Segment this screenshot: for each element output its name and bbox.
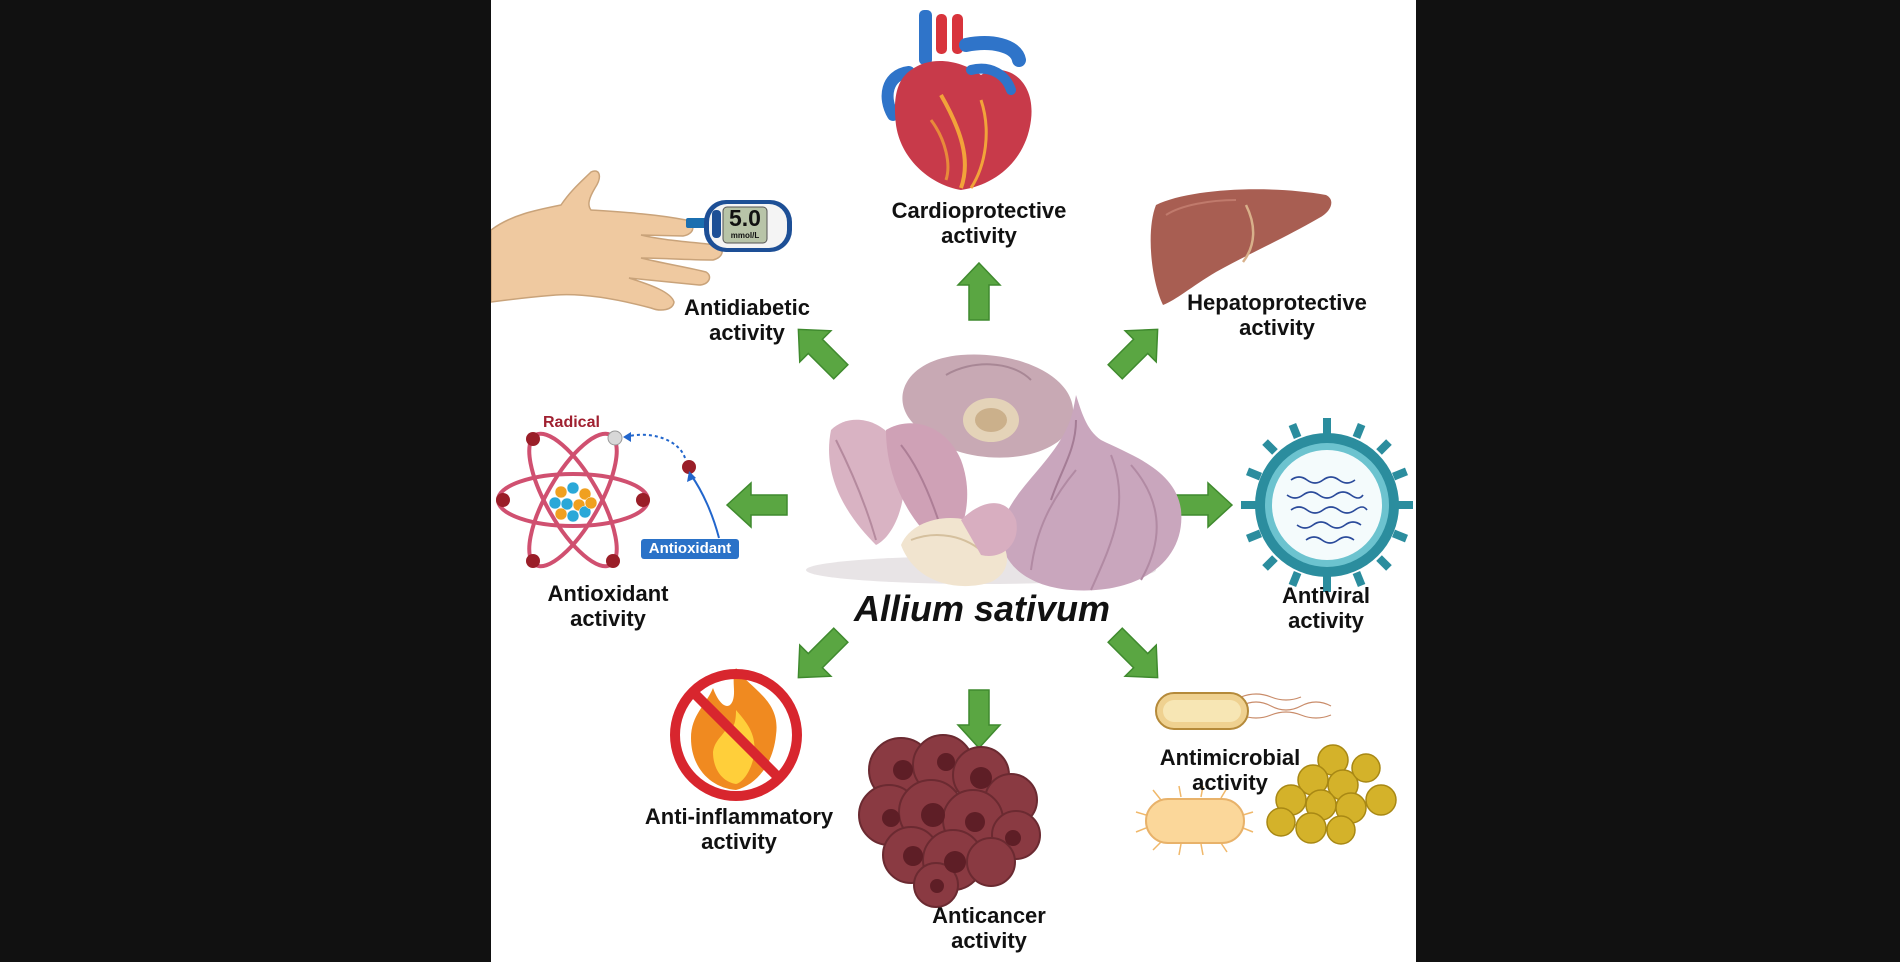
hand-glucometer-icon <box>491 170 792 311</box>
label-antidiabetic: Antidiabetic activity <box>684 295 810 345</box>
label-antimicrobial: Antimicrobial activity <box>1160 745 1301 795</box>
arrow-up <box>956 261 1002 321</box>
label-antidiabetic-line1: Antidiabetic <box>684 295 810 320</box>
label-antiviral-line1: Antiviral <box>1281 583 1371 608</box>
antioxidant-badge-label: Antioxidant <box>648 540 732 557</box>
glucometer-unit: mmol/L <box>730 231 760 240</box>
label-hepatoprotective: Hepatoprotective activity <box>1187 290 1367 340</box>
bacteria-icon <box>1135 692 1397 856</box>
glucometer-reading: 5.0 <box>729 205 761 231</box>
label-anticancer: Anticancer activity <box>932 903 1046 953</box>
label-antimicrobial-line2: activity <box>1192 770 1268 795</box>
diagram-panel: Radical Antioxidant 5.0 mmol/L Cardiopro… <box>491 0 1416 962</box>
arrow-down-left <box>797 627 849 679</box>
label-cardioprotective-line2: activity <box>941 223 1017 248</box>
virus-icon <box>1241 418 1413 592</box>
atom-icon <box>496 430 739 569</box>
arrow-up-right <box>1107 328 1159 380</box>
arrows <box>725 261 1234 750</box>
label-anticancer-line2: activity <box>951 928 1027 953</box>
garlic-illustration <box>806 354 1182 591</box>
label-antimicrobial-line1: Antimicrobial <box>1159 745 1301 770</box>
heart-icon <box>881 10 1032 191</box>
cancer-cells-icon <box>858 734 1041 908</box>
no-fire-icon <box>670 668 802 801</box>
label-anti-inflammatory-line2: activity <box>701 829 777 854</box>
label-hepatoprotective-line2: activity <box>1239 315 1315 340</box>
label-cardioprotective: Cardioprotective activity <box>892 198 1067 248</box>
label-antioxidant-line1: Antioxidant <box>547 581 669 606</box>
label-anticancer-line1: Anticancer <box>932 903 1046 928</box>
label-antioxidant: Antioxidant activity <box>548 581 669 631</box>
liver-icon <box>1150 189 1332 305</box>
center-title: Allium sativum <box>853 588 1111 629</box>
label-anti-inflammatory-line1: Anti-inflammatory <box>644 804 834 829</box>
arrow-up-left <box>797 328 849 380</box>
label-hepatoprotective-line1: Hepatoprotective <box>1187 290 1367 315</box>
label-cardioprotective-line1: Cardioprotective <box>891 198 1067 223</box>
arrow-down-right <box>1107 627 1159 679</box>
diagram-graphics <box>491 10 1413 908</box>
arrow-down <box>956 689 1002 750</box>
arrow-left <box>725 481 788 529</box>
label-antiviral: Antiviral activity <box>1282 583 1370 633</box>
radical-label: Radical <box>543 414 600 431</box>
label-antidiabetic-line2: activity <box>709 320 785 345</box>
label-anti-inflammatory: Anti-inflammatory activity <box>645 804 833 854</box>
label-antiviral-line2: activity <box>1288 608 1364 633</box>
label-antioxidant-line2: activity <box>570 606 646 631</box>
